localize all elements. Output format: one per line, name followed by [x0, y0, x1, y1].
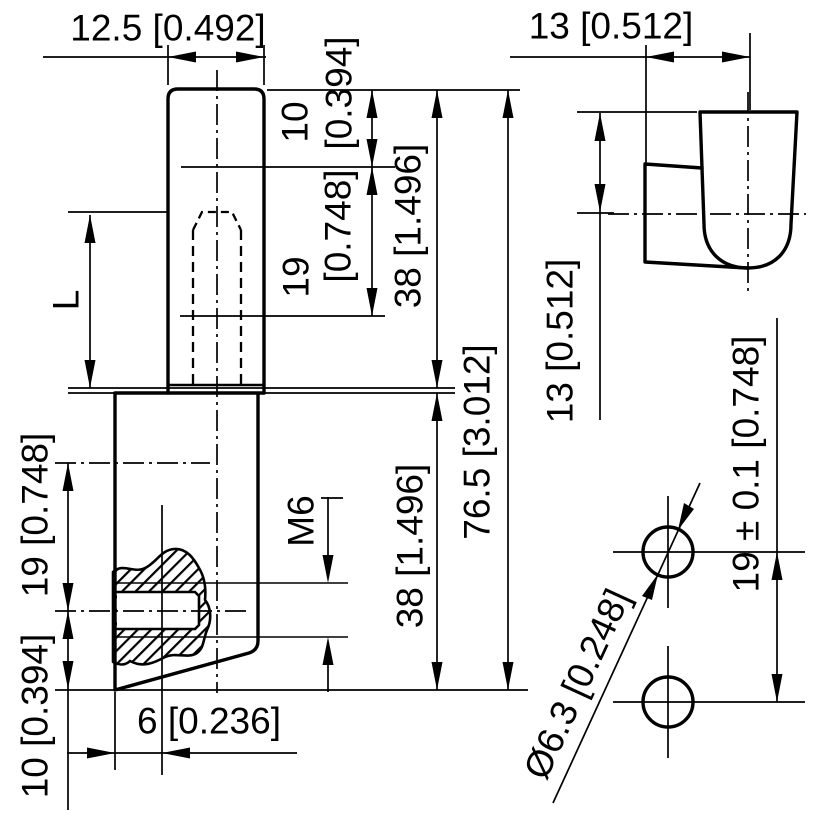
leader-hole-diameter [552, 482, 701, 804]
dim-hole-diameter: Ø6.3 [0.248] [516, 583, 638, 785]
dim-top-offset-mm: 10 [275, 101, 316, 142]
ext-depth6 [114, 505, 163, 775]
ext-junction [68, 387, 455, 394]
dim-thread-len-in: [0.748] [318, 169, 359, 282]
pin-thread-hidden-lines [191, 230, 243, 384]
dim-pin-width: 12.5 [0.492] [70, 8, 265, 49]
ext-axis-offset [577, 111, 697, 214]
dim-top-offset-in: [0.394] [319, 36, 360, 149]
dim-thread-depth: 6 [0.236] [137, 701, 281, 742]
pin-outline [166, 87, 266, 395]
dim-hole-spacing: 19 ± 0.1 [0.748] [726, 336, 767, 593]
crosshair-hole-bottom [613, 646, 805, 758]
dim-thread-len-mm: 19 [276, 256, 317, 297]
front-view: 12.5 [0.492] 10 [0.394] 19 [0.748] 38 [1… [15, 8, 528, 810]
dim-hole-offset: 19 [0.748] [15, 433, 56, 598]
dim-pin-length-L: L [46, 290, 87, 311]
ext-pin-width [167, 45, 265, 85]
top-view: 13 [0.512] 13 [0.512] [510, 6, 806, 424]
leaf-outline [643, 162, 749, 270]
dimline-m6 [321, 497, 343, 692]
dim-thread-label: M6 [281, 495, 322, 546]
dim-overall-height: 76.5 [3.012] [457, 344, 498, 539]
dim-bottom-offset: 10 [0.394] [15, 634, 56, 799]
dim-top-width: 13 [0.512] [529, 6, 694, 47]
ext-top-width [645, 33, 751, 163]
dim-lower-height: 38 [1.496] [390, 464, 431, 629]
thread-crest-lines [114, 582, 348, 638]
dim-axis-offset: 13 [0.512] [540, 259, 581, 424]
dim-upper-height: 38 [1.496] [388, 144, 429, 309]
